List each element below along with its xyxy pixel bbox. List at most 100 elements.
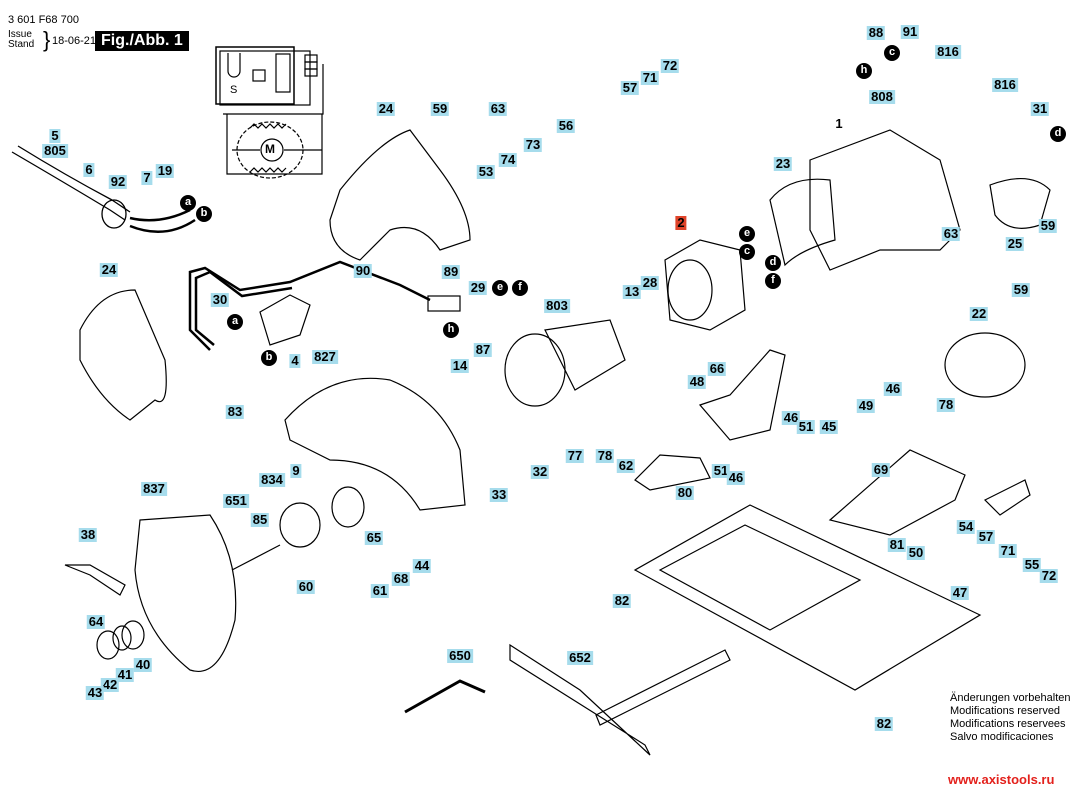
callout-label[interactable]: 13 [622,284,642,299]
callout-label[interactable]: 62 [616,458,636,473]
callout-label[interactable]: 816 [992,77,1018,92]
callout-label[interactable]: 25 [1005,236,1025,251]
callout-label[interactable]: 59 [1011,282,1031,297]
callout-label[interactable]: 1 [835,116,843,131]
base-plate [633,504,982,691]
callout-label[interactable]: 78 [936,397,956,412]
callout-label[interactable]: 60 [296,579,316,594]
switch [259,294,311,346]
callout-label[interactable]: 43 [85,685,105,700]
figure-label: Fig./Abb. 1 [95,31,189,51]
callout-label[interactable]: 55 [1022,557,1042,572]
website-link[interactable]: www.axistools.ru [948,772,1055,787]
callout-label[interactable]: 82 [612,593,632,608]
callout-label[interactable]: 651 [223,493,249,508]
callout-label[interactable]: 45 [819,419,839,434]
callout-label[interactable]: 29 [468,280,488,295]
callout-label[interactable]: 30 [210,292,230,307]
connector-marker: b [196,206,212,222]
callout-label[interactable]: 33 [489,487,509,502]
connector-marker: h [443,322,459,338]
callout-label[interactable]: 83 [225,404,245,419]
callout-label[interactable]: 85 [250,512,270,527]
callout-label[interactable]: 50 [906,545,926,560]
callout-label[interactable]: 80 [675,485,695,500]
callout-label[interactable]: 834 [259,472,285,487]
callout-label[interactable]: 816 [935,44,961,59]
callout-label[interactable]: 82 [874,716,894,731]
callout-label[interactable]: 77 [565,448,585,463]
callout-label[interactable]: 31 [1030,101,1050,116]
callout-label[interactable]: 91 [900,24,920,39]
callout-label[interactable]: 53 [476,164,496,179]
callout-label[interactable]: 72 [1039,568,1059,583]
callout-label[interactable]: 22 [969,306,989,321]
callout-label[interactable]: 73 [523,137,543,152]
callout-label[interactable]: 69 [871,462,891,477]
callout-label[interactable]: 48 [687,374,707,389]
callout-label[interactable]: 56 [556,118,576,133]
callout-label[interactable]: 805 [42,143,68,158]
callout-label[interactable]: 61 [370,583,390,598]
callout-label[interactable]: 6 [83,162,95,177]
callout-label[interactable]: 14 [450,358,470,373]
connector-marker: h [856,63,872,79]
callout-label[interactable]: 74 [498,152,518,167]
callout-label[interactable]: 68 [391,571,411,586]
callout-label[interactable]: 63 [488,101,508,116]
callout-label[interactable]: 42 [100,677,120,692]
callout-label[interactable]: 46 [883,381,903,396]
callout-label[interactable]: 63 [941,226,961,241]
callout-label[interactable]: 41 [115,667,135,682]
callout-label[interactable]: 32 [530,464,550,479]
callout-label[interactable]: 90 [353,263,373,278]
callout-label[interactable]: 54 [956,519,976,534]
callout-label[interactable]: 72 [660,58,680,73]
callout-label[interactable]: 28 [640,275,660,290]
callout-label[interactable]: 57 [976,529,996,544]
parallel-guide [509,643,651,756]
callout-label[interactable]: 827 [312,349,338,364]
callout-label[interactable]: 652 [567,650,593,665]
callout-label[interactable]: 24 [99,262,119,277]
callout-label[interactable]: 51 [796,419,816,434]
callout-label[interactable]: 46 [726,470,746,485]
callout-label[interactable]: 7 [141,170,153,185]
callout-label[interactable]: 23 [773,156,793,171]
connector-marker: a [227,314,243,330]
callout-label[interactable]: 87 [473,342,493,357]
callout-label[interactable]: 81 [887,537,907,552]
callout-label[interactable]: 59 [1038,218,1058,233]
callout-label[interactable]: 650 [447,648,473,663]
callout-label[interactable]: 71 [998,543,1018,558]
connector-marker: f [512,280,528,296]
callout-label[interactable]: 78 [595,448,615,463]
callout-label-highlighted[interactable]: 2 [675,215,687,230]
callout-label[interactable]: 5 [49,128,61,143]
issue-date: 18-06-21 [52,35,97,47]
callout-label[interactable]: 89 [441,264,461,279]
callout-label[interactable]: 19 [155,163,175,178]
callout-label[interactable]: 47 [950,585,970,600]
callout-label[interactable]: 64 [86,614,106,629]
callout-label[interactable]: 59 [430,101,450,116]
callout-label[interactable]: 24 [376,101,396,116]
callout-label[interactable]: 57 [620,80,640,95]
callout-label[interactable]: 49 [856,398,876,413]
callout-label[interactable]: 4 [289,353,301,368]
callout-label[interactable]: 44 [412,558,432,573]
callout-label[interactable]: 66 [707,361,727,376]
callout-label[interactable]: 65 [364,530,384,545]
callout-label[interactable]: 38 [78,527,98,542]
callout-label[interactable]: 71 [640,70,660,85]
callout-label[interactable]: 46 [781,410,801,425]
cover-cap [944,332,1026,398]
callout-label[interactable]: 88 [866,25,886,40]
callout-label[interactable]: 803 [544,298,570,313]
callout-label[interactable]: 51 [711,463,731,478]
callout-label[interactable]: 808 [869,89,895,104]
callout-label[interactable]: 837 [141,481,167,496]
callout-label[interactable]: 9 [290,463,302,478]
callout-label[interactable]: 40 [133,657,153,672]
callout-label[interactable]: 92 [108,174,128,189]
